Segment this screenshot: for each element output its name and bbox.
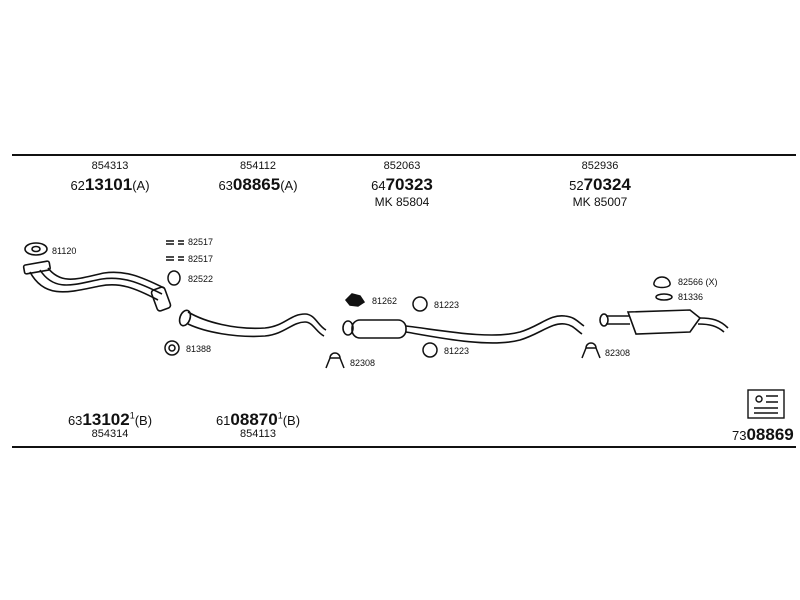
- callout-81223b: 81223: [444, 346, 469, 356]
- callout-82517a: 82517: [188, 237, 213, 247]
- centre-silencer: [342, 315, 585, 344]
- part-5-ref: 854314: [91, 428, 129, 440]
- ring-81388-icon: [164, 340, 180, 356]
- bolt-set-82517a-icon: [166, 240, 184, 245]
- callout-82517b: 82517: [188, 254, 213, 264]
- part-2-number: 6308865(A): [218, 175, 298, 194]
- ring-82522-icon: [167, 270, 181, 286]
- ring-81223a-icon: [412, 296, 428, 312]
- gasket-82566-icon: [653, 276, 671, 289]
- part-1-ref: 854313: [91, 160, 129, 172]
- bottom-rule: [12, 446, 796, 448]
- part-2-ref: 854112: [240, 160, 276, 172]
- part-6-ref: 854113: [240, 428, 276, 440]
- ring-81336-icon: [655, 293, 673, 301]
- callout-82308a: 82308: [350, 358, 375, 368]
- callout-81336: 81336: [678, 292, 703, 302]
- callout-82522: 82522: [188, 274, 213, 284]
- callout-82308b: 82308: [605, 348, 630, 358]
- part-4-mk: MK 85007: [572, 195, 628, 209]
- callout-81388: 81388: [186, 344, 211, 354]
- clamp-82308b-icon: [581, 342, 601, 359]
- rear-silencer: [599, 309, 729, 335]
- part-3-number: 6470323: [371, 175, 433, 194]
- part-1-number: 6213101(A): [70, 175, 150, 194]
- kit-number: 7308869: [732, 425, 794, 444]
- fittings: [164, 240, 673, 369]
- callout-82566: 82566 (X): [678, 277, 718, 287]
- hanger-81262-icon: [344, 293, 366, 307]
- part-6-number: 61088701(B): [215, 410, 301, 429]
- part-3-mk: MK 85804: [374, 195, 430, 209]
- callout-81262: 81262: [372, 296, 397, 306]
- part-3-ref: 852063: [383, 160, 421, 172]
- front-pipe: [178, 309, 327, 338]
- callout-81223a: 81223: [434, 300, 459, 310]
- clamp-82308a-icon: [325, 352, 345, 369]
- part-5-number: 63131021(B): [67, 410, 153, 429]
- callout-81120: 81120: [52, 246, 76, 256]
- top-rule: [12, 154, 796, 156]
- part-4-number: 5270324: [569, 175, 631, 194]
- gasket-81120: [24, 242, 48, 256]
- ring-81223b-icon: [422, 342, 438, 358]
- part-4-ref: 852936: [581, 160, 619, 172]
- kit-box-icon: [747, 389, 785, 419]
- front-downpipe: [22, 242, 172, 312]
- bolt-set-82517b-icon: [166, 256, 184, 261]
